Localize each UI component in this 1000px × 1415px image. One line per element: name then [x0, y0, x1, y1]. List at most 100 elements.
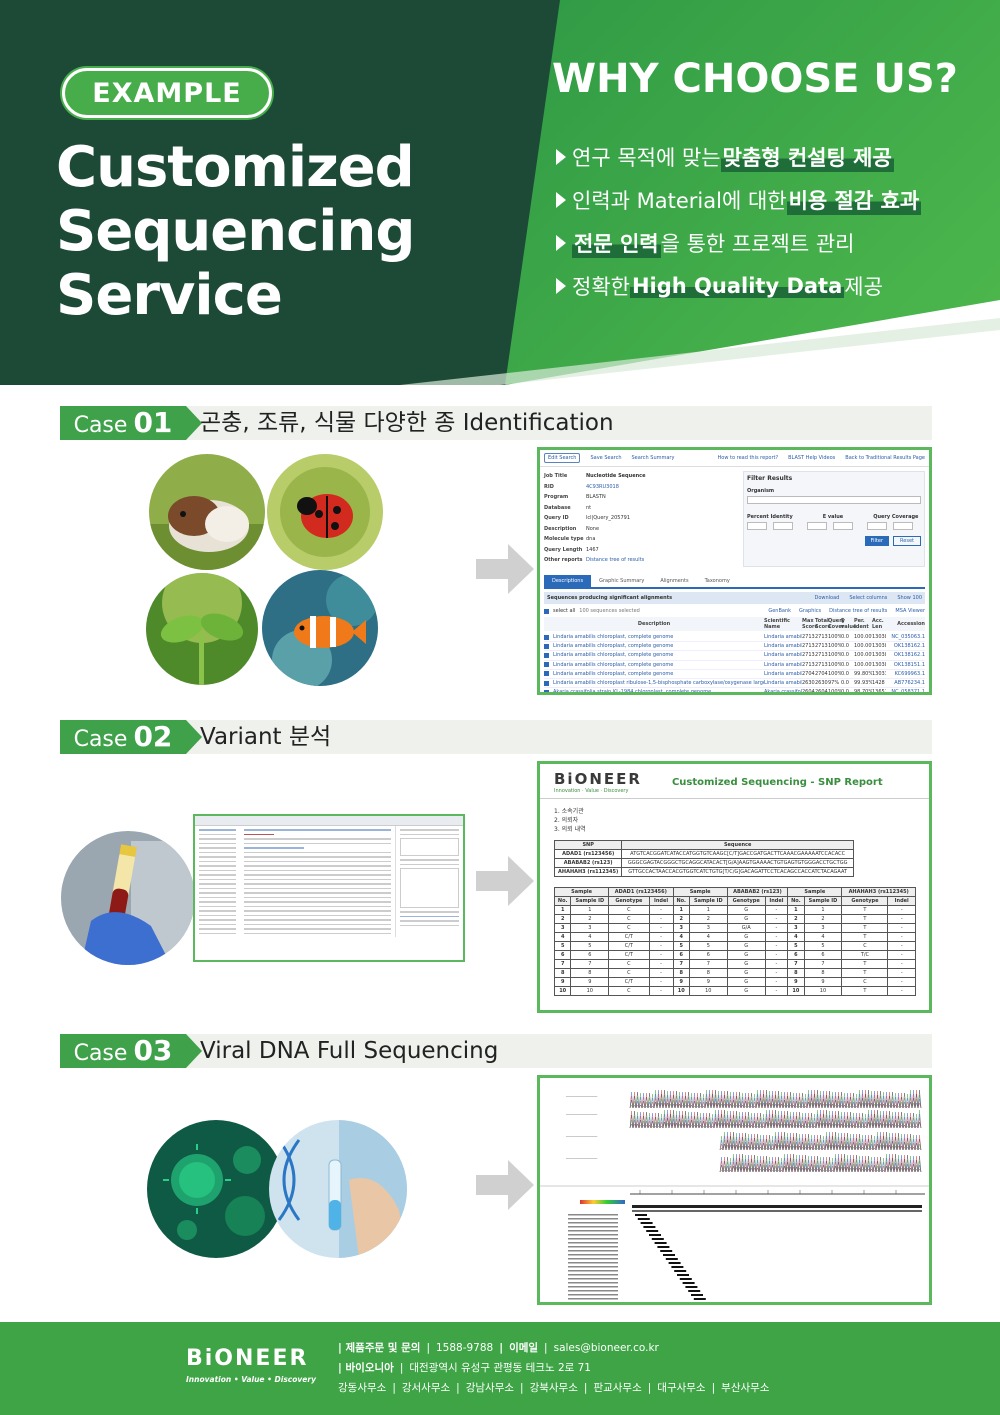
graphics-link[interactable]: Graphics — [799, 608, 822, 614]
organism-input[interactable] — [747, 496, 921, 504]
table-cell[interactable]: OK138151.1 — [893, 661, 925, 668]
case-title: 곤충, 조류, 식물 다양한 종 Identification — [200, 410, 614, 436]
row-checkbox[interactable] — [544, 652, 549, 658]
table-cell: 2 — [570, 914, 610, 924]
table-cell[interactable]: NC_035063.1 — [891, 634, 925, 641]
table-cell[interactable]: Lindaria amabilis chloroplast, complete … — [553, 634, 674, 641]
table-cell[interactable]: Lindaria amabilis chloroplast ribulose-1… — [553, 680, 764, 687]
save-search-link[interactable]: Save Search — [590, 455, 622, 461]
table-cell[interactable]: Lindaria amabilis chloroplast, complete … — [553, 652, 674, 659]
table-cell: ADAD1 (rs123456) — [553, 849, 623, 859]
chromatogram-trace — [629, 1089, 922, 1109]
table-cell[interactable]: Lindaria amabilis — [764, 652, 802, 659]
identity-max-input[interactable] — [773, 522, 793, 530]
table-cell[interactable]: Akaria crassifolia strain KL-1984 chloro… — [553, 689, 712, 695]
genbank-link[interactable]: GenBank — [768, 608, 792, 614]
column-header[interactable]: Description — [637, 621, 671, 627]
table-cell[interactable]: Lindaria amabilis — [764, 680, 802, 687]
contig-read — [637, 1218, 650, 1220]
help-videos-link[interactable]: BLAST Help Videos — [788, 455, 836, 461]
table-cell: - — [887, 950, 916, 960]
edit-search-button[interactable]: Edit Search — [544, 453, 581, 463]
table-cell[interactable]: Akaria crassifolia — [764, 689, 802, 695]
contig-read — [685, 1286, 698, 1288]
select-all-checkbox[interactable] — [544, 608, 549, 614]
table-cell[interactable]: OK138162.1 — [893, 643, 925, 650]
row-checkbox[interactable] — [544, 680, 549, 686]
column-header[interactable]: Max Score — [802, 618, 818, 630]
coverage-min-input[interactable] — [867, 522, 887, 530]
download-button[interactable]: Download — [814, 595, 840, 601]
column-header[interactable]: Scientific Name — [764, 618, 791, 630]
email-address[interactable]: sales@bioneer.co.kr — [553, 1342, 659, 1354]
column-header[interactable]: Query Cover — [828, 618, 845, 630]
msa-viewer-link[interactable]: MSA Viewer — [895, 608, 925, 614]
search-summary-link[interactable]: Search Summary — [631, 455, 675, 461]
field-value[interactable]: 4C93RU3018 — [586, 483, 619, 490]
phone-number[interactable]: 1588-9788 — [435, 1342, 494, 1354]
table-cell[interactable]: Lindaria amabilis chloroplast, complete … — [553, 670, 674, 677]
row-checkbox[interactable] — [544, 671, 549, 677]
field-value[interactable]: Distance tree of results — [586, 557, 645, 564]
evalue-max-input[interactable] — [833, 522, 853, 530]
table-row[interactable]: Lindaria amabilis chloroplast ribulose-1… — [544, 679, 925, 689]
table-cell: C — [608, 914, 650, 924]
why-list: 연구 목적에 맞는 맞춤형 컨설팅 제공 인력과 Material에 대한 비용… — [556, 135, 922, 307]
row-checkbox[interactable] — [544, 662, 549, 668]
table-cell: G — [726, 986, 766, 996]
table-row[interactable]: Lindaria amabilis chloroplast, complete … — [544, 642, 925, 652]
column-header[interactable]: Total Score — [815, 618, 831, 630]
traditional-results-link[interactable]: Back to Traditional Results Page — [845, 455, 925, 461]
row-checkbox[interactable] — [544, 689, 549, 692]
table-cell[interactable]: Lindaria amabilis — [764, 634, 802, 641]
table-cell[interactable]: KC699963.1 — [894, 670, 925, 677]
table-cell[interactable]: Lindaria amabilis — [764, 661, 802, 668]
table-cell: 100.00% — [854, 652, 872, 659]
row-checkbox[interactable] — [544, 634, 549, 640]
reset-button[interactable]: Reset — [893, 536, 921, 546]
tab-graphic-summary[interactable]: Graphic Summary — [599, 578, 645, 584]
table-cell: - — [648, 959, 674, 969]
table-cell[interactable]: Lindaria amabilis — [764, 670, 802, 677]
table-row[interactable]: Akaria crassifolia strain KL-1984 chloro… — [544, 688, 925, 695]
tab-alignments[interactable]: Alignments — [660, 578, 689, 584]
table-cell[interactable]: OK138162.1 — [893, 652, 925, 659]
table-cell: 9 — [570, 977, 610, 987]
select-columns-button[interactable]: Select columns — [849, 595, 888, 601]
table-row[interactable]: Lindaria amabilis chloroplast, complete … — [544, 651, 925, 661]
table-cell[interactable]: Lindaria amabilis — [764, 643, 802, 650]
coverage-max-input[interactable] — [893, 522, 913, 530]
tab-taxonomy[interactable]: Taxonomy — [704, 578, 730, 584]
filter-label: Percent Identity — [747, 514, 793, 520]
evalue-min-input[interactable] — [807, 522, 827, 530]
tab-descriptions[interactable]: Descriptions — [544, 575, 592, 587]
filter-button[interactable]: Filter — [864, 536, 890, 546]
table-row[interactable]: Lindaria amabilis chloroplast, complete … — [544, 633, 925, 643]
table-cell[interactable]: NC_058371.1 — [891, 689, 925, 695]
table-row[interactable]: Lindaria amabilis chloroplast, complete … — [544, 661, 925, 670]
table-cell[interactable]: AB776234.1 — [894, 680, 925, 687]
table-cell[interactable]: Lindaria amabilis chloroplast, complete … — [553, 643, 674, 650]
column-group-header: ABABAB2 (rs123) — [726, 887, 789, 897]
table-cell: - — [887, 914, 916, 924]
table-cell: - — [764, 986, 789, 996]
column-header[interactable]: Per. Ident — [854, 618, 869, 630]
show-count-select[interactable]: Show 100 — [897, 595, 922, 601]
table-row[interactable]: Lindaria amabilis chloroplast, complete … — [544, 670, 925, 679]
filter-results-panel: Filter Results Organism Percent Identity… — [743, 471, 925, 567]
table-cell: - — [648, 986, 674, 996]
how-to-read-link[interactable]: How to read this report? — [717, 455, 779, 461]
snp-report-screenshot: BiONEER Innovation · Value · Discovery C… — [537, 761, 932, 1013]
identity-min-input[interactable] — [747, 522, 767, 530]
office-name: 강동사무소 — [338, 1382, 387, 1394]
distance-tree-link[interactable]: Distance tree of results — [829, 608, 888, 614]
column-header[interactable]: Acc. Len — [872, 618, 884, 630]
viral-sequencing-screenshot: ───────────── ───────────── ────────────… — [537, 1075, 932, 1305]
column-header[interactable]: Accession — [897, 621, 925, 627]
table-cell[interactable]: Lindaria amabilis chloroplast, complete … — [553, 661, 674, 668]
blast-rows: Lindaria amabilis chloroplast, complete … — [540, 633, 929, 695]
table-cell: 6 — [553, 950, 572, 960]
column-header[interactable]: E value — [841, 618, 857, 630]
row-checkbox[interactable] — [544, 643, 549, 649]
